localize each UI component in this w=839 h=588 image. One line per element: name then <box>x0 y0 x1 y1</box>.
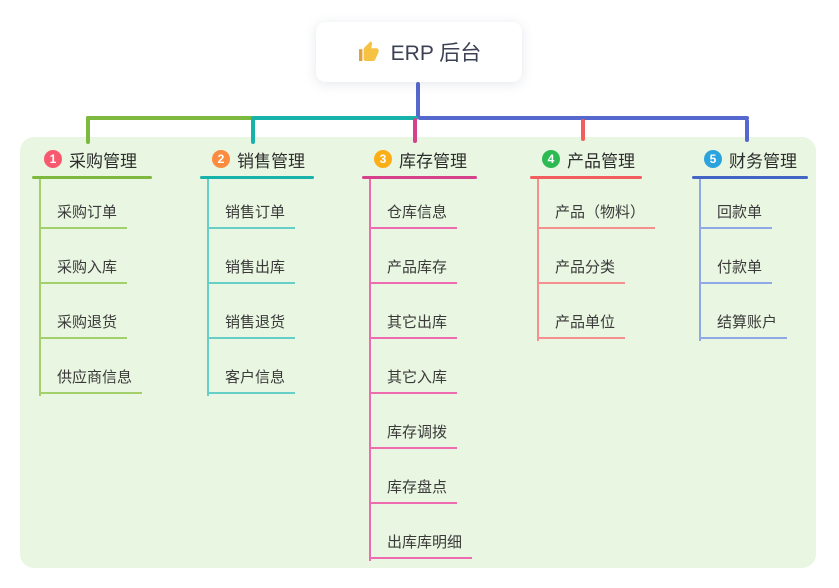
branch-node-label: 销售管理 <box>237 151 305 171</box>
child-node-label: 其它出库 <box>387 314 448 331</box>
child-node[interactable]: 出库库明细 <box>369 504 473 559</box>
branch-product-management: 4 产品管理 产品（物料） 产品分类产品单位 <box>530 146 656 341</box>
child-node-label: 付款单 <box>717 259 763 276</box>
child-node-label: 仓库信息 <box>387 204 448 221</box>
branch-children: 回款单付款单结算账户 <box>699 179 808 341</box>
child-node-label: 采购订单 <box>57 204 118 221</box>
child-node-label: 出库库明细 <box>387 534 463 551</box>
child-node-label: 其它入库 <box>387 369 448 386</box>
child-connector-line <box>39 179 41 396</box>
branch-node-label: 库存管理 <box>399 151 467 171</box>
branch-connector-product <box>581 119 585 141</box>
child-node-label: 回款单 <box>717 204 763 221</box>
spine-line-purchase <box>86 116 253 120</box>
child-node[interactable]: 库存调拨 <box>369 394 458 449</box>
branch-node[interactable]: 2 销售管理 <box>200 146 314 172</box>
child-node-label: 结算账户 <box>717 314 778 331</box>
child-node[interactable]: 产品分类 <box>537 229 626 284</box>
child-node[interactable]: 结算账户 <box>699 284 788 339</box>
child-node[interactable]: 回款单 <box>699 179 773 229</box>
child-node-label: 客户信息 <box>225 369 286 386</box>
root-node-title: ERP 后台 <box>390 42 482 65</box>
child-node[interactable]: 采购退货 <box>39 284 128 339</box>
child-connector-line <box>207 179 209 396</box>
branch-underline <box>362 176 477 179</box>
child-node-label: 采购入库 <box>57 259 118 276</box>
branch-node[interactable]: 5 财务管理 <box>692 146 808 172</box>
child-connector-line <box>537 179 539 341</box>
branch-purchase-management: 1 采购管理 采购订单采购入库采购退货供应商信息 <box>32 146 152 396</box>
spine-line-right <box>418 116 749 120</box>
child-node[interactable]: 客户信息 <box>207 339 296 394</box>
child-node-label: 产品分类 <box>555 259 616 276</box>
branch-node[interactable]: 3 库存管理 <box>362 146 477 172</box>
root-node-erp-backend[interactable]: ERP 后台 <box>316 22 522 82</box>
branch-connector-purchase <box>86 116 90 144</box>
child-node[interactable]: 其它入库 <box>369 339 458 394</box>
child-node[interactable]: 供应商信息 <box>39 339 143 394</box>
child-connector-line <box>699 179 701 341</box>
child-node-label: 产品库存 <box>387 259 448 276</box>
branches-panel <box>20 137 816 568</box>
branch-node-label: 产品管理 <box>567 151 635 171</box>
branch-finance-management: 5 财务管理 回款单付款单结算账户 <box>692 146 808 341</box>
branch-connector-sales <box>251 116 255 144</box>
branch-node[interactable]: 1 采购管理 <box>32 146 152 172</box>
child-node-label: 采购退货 <box>57 314 118 331</box>
child-node-label: 产品单位 <box>555 314 616 331</box>
branch-number-badge: 2 <box>212 150 230 168</box>
child-node[interactable]: 采购入库 <box>39 229 128 284</box>
child-connector-line <box>369 179 371 561</box>
branch-sales-management: 2 销售管理 销售订单销售出库销售退货客户信息 <box>200 146 314 396</box>
child-node[interactable]: 仓库信息 <box>369 179 458 229</box>
child-node-label: 供应商信息 <box>57 369 133 386</box>
child-node-label: 销售出库 <box>225 259 286 276</box>
child-node[interactable]: 库存盘点 <box>369 449 458 504</box>
child-node[interactable]: 产品单位 <box>537 284 626 339</box>
child-node[interactable]: 销售订单 <box>207 179 296 229</box>
child-node[interactable]: 采购订单 <box>39 179 128 229</box>
child-node[interactable]: 其它出库 <box>369 284 458 339</box>
branch-node[interactable]: 4 产品管理 <box>530 146 655 172</box>
thumbs-up-icon <box>357 40 381 64</box>
branch-underline <box>200 176 314 179</box>
child-node-label: 库存盘点 <box>387 479 448 496</box>
child-node[interactable]: 产品（物料） <box>537 179 656 229</box>
branch-underline <box>530 176 642 179</box>
branch-inventory-management: 3 库存管理 仓库信息产品库存其它出库其它入库库存调拨库存盘点出库库明细 <box>362 146 477 561</box>
spine-line-sales <box>253 116 418 120</box>
child-node[interactable]: 销售出库 <box>207 229 296 284</box>
child-node[interactable]: 销售退货 <box>207 284 296 339</box>
branch-number-badge: 1 <box>44 150 62 168</box>
branch-children: 产品（物料） 产品分类产品单位 <box>537 179 656 341</box>
child-node-label: 库存调拨 <box>387 424 448 441</box>
root-connector-line <box>416 82 420 119</box>
branch-children: 销售订单销售出库销售退货客户信息 <box>207 179 314 396</box>
child-node-label: 销售退货 <box>225 314 286 331</box>
branch-underline <box>692 176 808 179</box>
branch-number-badge: 3 <box>374 150 392 168</box>
branch-children: 采购订单采购入库采购退货供应商信息 <box>39 179 152 396</box>
branch-node-label: 采购管理 <box>69 151 137 171</box>
branch-underline <box>32 176 152 179</box>
child-node[interactable]: 产品库存 <box>369 229 458 284</box>
branch-number-badge: 5 <box>704 150 722 168</box>
branch-children: 仓库信息产品库存其它出库其它入库库存调拨库存盘点出库库明细 <box>369 179 477 561</box>
branch-node-label: 财务管理 <box>729 151 797 171</box>
branch-number-badge: 4 <box>542 150 560 168</box>
branch-connector-finance <box>745 119 749 142</box>
child-node-label: 产品（物料） <box>555 204 646 221</box>
child-node[interactable]: 付款单 <box>699 229 773 284</box>
branch-connector-inventory <box>413 118 417 143</box>
child-node-label: 销售订单 <box>225 204 286 221</box>
